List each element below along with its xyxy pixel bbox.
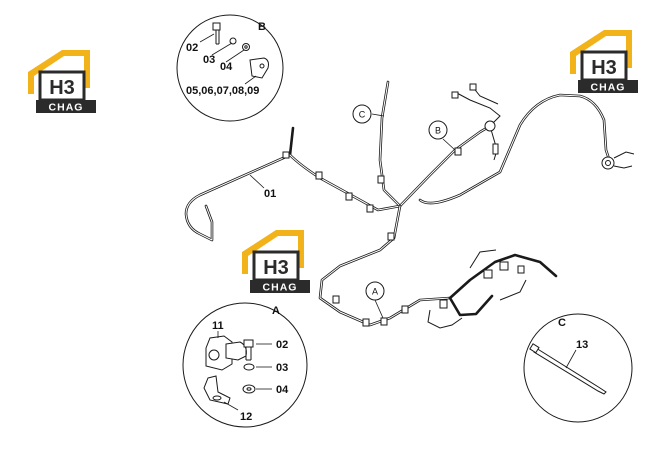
- detail-a-label-03: 03: [276, 362, 288, 374]
- callout-a-circle: [365, 281, 385, 301]
- logo-roof-icon: [28, 50, 90, 94]
- callout-c-circle: [352, 104, 372, 124]
- logo-roof-icon: [242, 230, 304, 274]
- detail-a-label-12: 12: [240, 411, 252, 423]
- logo-top-right-top-text: H3: [591, 57, 617, 79]
- callout-b-circle: [428, 120, 448, 140]
- logo-center-bottom-text: CHAG: [263, 282, 298, 294]
- callout-b-label: B: [435, 126, 441, 136]
- callout-a-label: A: [372, 287, 378, 297]
- detail-c: C 13: [523, 313, 633, 423]
- logo-center-top-text: H3: [263, 257, 289, 279]
- logo-top-left-bottom-text: CHAG: [49, 102, 84, 114]
- detail-c-letter: C: [558, 317, 566, 329]
- detail-a-label-11: 11: [212, 320, 224, 332]
- logo-top-right-bottom-text: CHAG: [591, 82, 626, 94]
- detail-a-label-04: 04: [276, 384, 289, 396]
- detail-a: A 11 02 03 04 12: [182, 302, 308, 428]
- detail-c-label-13: 13: [576, 339, 588, 351]
- detail-b-label-05-09: 05,06,07,08,09: [186, 85, 259, 97]
- detail-a-letter: A: [272, 305, 280, 317]
- logo-roof-icon: [570, 30, 632, 74]
- part-01-label: 01: [264, 188, 276, 200]
- detail-b: B 02 03 04 05,06,07,08,09: [176, 14, 284, 122]
- logo-top-left-top-text: H3: [49, 77, 75, 99]
- detail-b-label-02: 02: [186, 42, 198, 54]
- detail-a-label-02: 02: [276, 339, 288, 351]
- callout-c-label: C: [359, 110, 366, 120]
- detail-b-letter: B: [258, 21, 266, 33]
- main-harness: C B A 01: [184, 80, 635, 329]
- detail-b-label-03: 03: [203, 54, 215, 66]
- detail-b-label-04: 04: [220, 61, 233, 73]
